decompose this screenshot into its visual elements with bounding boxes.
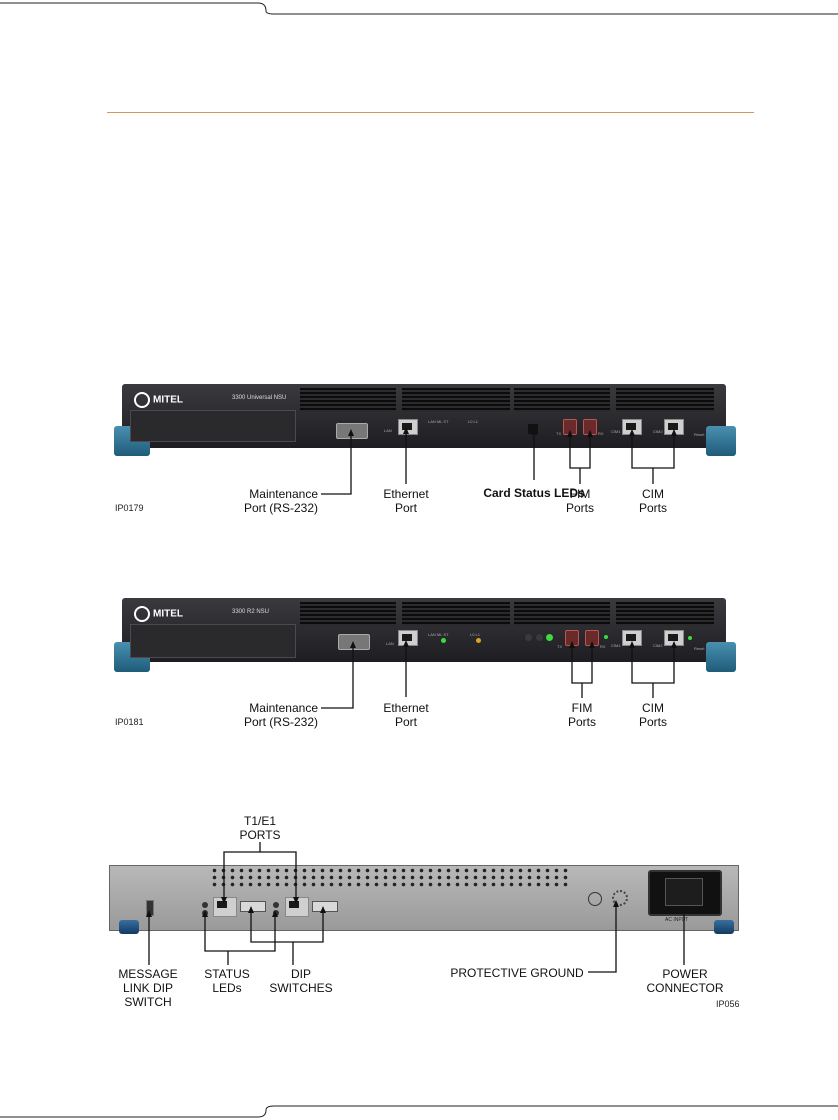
status-leds-callout: STATUS LEDs [196, 967, 258, 995]
power-connector-callout: POWER CONNECTOR [640, 967, 730, 995]
t1e1-ports-callout: T1/E1 PORTS [216, 814, 304, 842]
dip-switches-callout: DIP SWITCHES [264, 967, 338, 995]
protective-ground-callout: PROTECTIVE GROUND [446, 966, 588, 980]
message-link-dip-switch-callout: MESSAGE LINK DIP SWITCH [107, 967, 189, 1009]
figure-id: IP056 [716, 999, 740, 1009]
